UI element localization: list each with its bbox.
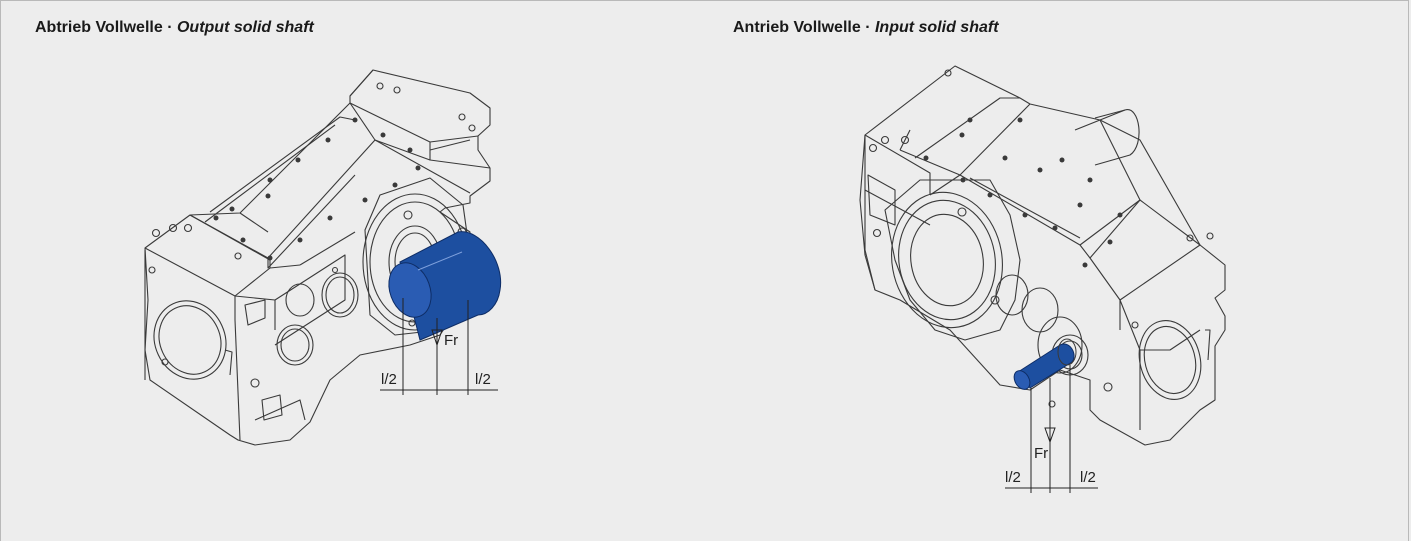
dim-right-label: l/2 <box>1080 469 1096 486</box>
title-german: Antrieb Vollwelle <box>733 19 861 36</box>
dimension-lines <box>1005 365 1098 493</box>
input-shaft <box>1013 338 1077 390</box>
cover-bolts <box>213 117 421 261</box>
force-arrow <box>1044 427 1056 444</box>
cover-bolts <box>923 117 1123 268</box>
top-face <box>189 102 376 259</box>
dim-left-label: l/2 <box>1005 469 1021 486</box>
title-german: Abtrieb Vollwelle <box>35 19 163 36</box>
housing-outline <box>859 65 1226 446</box>
panel-title: Abtrieb Vollwelle · Output solid shaft <box>35 19 314 37</box>
housing-outline <box>144 69 491 446</box>
top-face <box>899 103 1031 176</box>
front-flange <box>884 179 1021 341</box>
input-shaft-panel: Antrieb Vollwelle · Input solid shaft <box>700 0 1409 541</box>
dim-right-label: l/2 <box>475 371 491 388</box>
panel-title: Antrieb Vollwelle · Input solid shaft <box>733 19 999 37</box>
force-label: Fr <box>444 332 458 349</box>
title-english: Input solid shaft <box>874 19 999 36</box>
title-english: Output solid shaft <box>176 19 314 36</box>
title-separator: · <box>865 19 871 36</box>
output-shaft-panel: Abtrieb Vollwelle · Output solid shaft <box>0 0 700 541</box>
force-arrow <box>431 329 443 347</box>
output-shaft <box>388 231 502 341</box>
title-separator: · <box>167 19 173 36</box>
dim-left-label: l/2 <box>381 371 397 388</box>
force-label: Fr <box>1034 445 1048 462</box>
gearbox-output-drawing: Fr l/2 l/2 <box>144 69 502 446</box>
front-window <box>153 300 227 380</box>
gearbox-input-drawing: Fr l/2 l/2 <box>859 65 1226 493</box>
